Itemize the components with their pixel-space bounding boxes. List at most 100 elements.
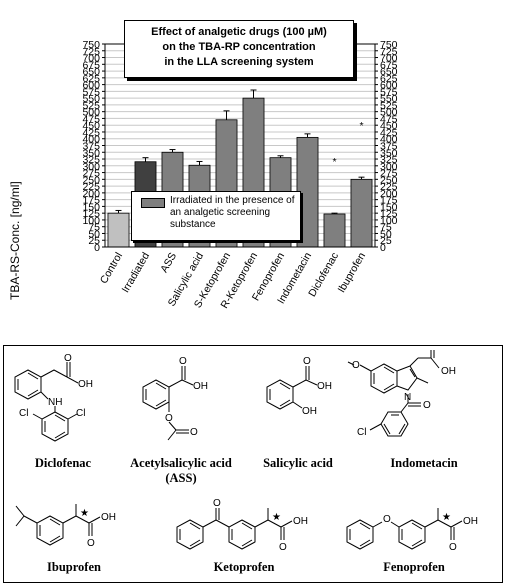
y-tick-label-left: 750 xyxy=(82,39,100,51)
aspirin-atom-o1: O xyxy=(179,356,187,367)
y-tick-label-left: 525 xyxy=(82,100,100,112)
legend-swatch xyxy=(141,198,165,208)
y-tick-label-left: 225 xyxy=(82,181,100,193)
y-tick-label-left: 375 xyxy=(82,141,100,153)
ibuprofen-atom-star: ★ xyxy=(80,508,89,519)
y-tick-label-left: 650 xyxy=(82,66,100,78)
y-tick-label-left: 500 xyxy=(82,107,100,119)
diclofenac-atom-cl2: Cl xyxy=(76,408,85,419)
y-tick-label-right: 350 xyxy=(380,147,398,159)
y-tick-label-left: 125 xyxy=(82,208,100,220)
y-tick-label-left: 200 xyxy=(82,188,100,200)
x-tick-label: ASS xyxy=(158,251,179,275)
legend-label: Irradiated in the presence of an analget… xyxy=(170,195,295,230)
salicylic-atom-o: O xyxy=(303,356,311,367)
y-tick-label-right: 325 xyxy=(380,154,398,166)
ibuprofen-atom-oh: OH xyxy=(101,512,116,523)
salicylic-acid-structure-icon: O OH OH xyxy=(266,356,332,417)
ketoprofen-atom-o1: O xyxy=(213,498,221,509)
chart-title: Effect of analgetic drugs (100 µM) on th… xyxy=(124,20,354,78)
bar-control xyxy=(107,212,130,248)
y-tick-label-left: 275 xyxy=(82,168,100,180)
structures-panel: O OH NH Cl Cl Diclofenac O OH O O Acetyl… xyxy=(3,345,503,583)
y-tick-label-left: 675 xyxy=(82,59,100,71)
legend: Irradiated in the presence of an analget… xyxy=(131,191,301,241)
salicylic-atom-oh1: OH xyxy=(317,381,332,392)
indometacin-structure-icon: O N OH O Cl xyxy=(347,350,456,438)
y-tick-label-left: 600 xyxy=(82,80,100,92)
y-tick-label-right: 750 xyxy=(380,39,398,51)
chart-title-line-1: Effect of analgetic drugs (100 µM) xyxy=(151,26,327,38)
y-tick-label-right: 400 xyxy=(380,134,398,146)
y-tick-label-right: 625 xyxy=(380,73,398,85)
diclofenac-atom-cl1: Cl xyxy=(19,408,28,419)
y-tick-label-left: 250 xyxy=(82,174,100,186)
y-tick-label-right: 600 xyxy=(380,80,398,92)
ketoprofen-atom-oh: OH xyxy=(293,516,308,527)
y-tick-label-right: 525 xyxy=(380,100,398,112)
y-tick-label-right: 425 xyxy=(380,127,398,139)
fenoprofen-atom-o2: O xyxy=(449,542,457,553)
y-tick-label-left: 475 xyxy=(82,113,100,125)
y-tick-label-right: 200 xyxy=(380,188,398,200)
y-tick-label-right: 475 xyxy=(380,113,398,125)
ibuprofen-atom-o: O xyxy=(87,538,95,549)
y-tick-label-right: 550 xyxy=(380,93,398,105)
y-tick-label-right: 125 xyxy=(380,208,398,220)
y-tick-label-right: 300 xyxy=(380,161,398,173)
ketoprofen-structure-icon: O ★ OH O xyxy=(176,498,308,553)
y-tick-label-left: 425 xyxy=(82,127,100,139)
fenoprofen-atom-oh: OH xyxy=(463,516,478,527)
fenoprofen-structure-icon: O ★ OH O xyxy=(346,508,478,553)
aspirin-atom-o3: O xyxy=(190,427,198,438)
indometacin-atom-n: N xyxy=(404,392,411,403)
y-tick-label-right: 100 xyxy=(380,215,398,227)
ketoprofen-atom-star: ★ xyxy=(272,512,281,523)
indometacin-atom-cl: Cl xyxy=(357,427,366,438)
y-tick-label-right: 50 xyxy=(380,228,392,240)
ibuprofen-structure-icon: ★ OH O xyxy=(15,504,116,549)
y-tick-label-left: 700 xyxy=(82,53,100,65)
y-tick-label-right: 225 xyxy=(380,181,398,193)
y-tick-label-right: 500 xyxy=(380,107,398,119)
y-tick-label-left: 175 xyxy=(82,195,100,207)
y-tick-label-right: 275 xyxy=(380,168,398,180)
acetylsalicylic-acid-structure-icon: O OH O O xyxy=(142,356,208,441)
fenoprofen-name: Fenoprofen xyxy=(383,560,445,574)
indometacin-atom-oh: OH xyxy=(441,366,456,377)
indometacin-atom-o1: O xyxy=(352,360,360,371)
bar-diclofenac xyxy=(323,213,346,248)
y-tick-label-right: 150 xyxy=(380,201,398,213)
y-tick-label-right: 575 xyxy=(380,86,398,98)
y-tick-label-right: 0 xyxy=(380,242,386,254)
y-tick-label-left: 725 xyxy=(82,46,100,58)
y-tick-label-left: 550 xyxy=(82,93,100,105)
y-tick-label-left: 300 xyxy=(82,161,100,173)
y-tick-label-left: 75 xyxy=(88,222,100,234)
y-tick-label-left: 100 xyxy=(82,215,100,227)
bar-ibuprofen xyxy=(350,178,373,248)
y-tick-label-left: 150 xyxy=(82,201,100,213)
diclofenac-name: Diclofenac xyxy=(34,456,92,470)
x-tick-label: Control xyxy=(98,251,125,286)
salicylic-atom-oh2: OH xyxy=(302,406,317,417)
diclofenac-structure-icon: O OH NH Cl Cl xyxy=(14,353,93,442)
y-tick-label-right: 700 xyxy=(380,53,398,65)
indometacin-atom-o3: O xyxy=(423,400,431,411)
fenoprofen-atom-star: ★ xyxy=(442,512,451,523)
y-tick-label-right: 175 xyxy=(380,195,398,207)
y-tick-label-left: 350 xyxy=(82,147,100,159)
diclofenac-atom-nh: NH xyxy=(48,397,62,408)
ketoprofen-name: Ketoprofen xyxy=(213,560,275,574)
significance-marker: * xyxy=(359,120,363,132)
y-tick-label-right: 375 xyxy=(380,141,398,153)
y-tick-label-left: 450 xyxy=(82,120,100,132)
y-tick-label-right: 675 xyxy=(380,59,398,71)
diclofenac-atom-o: O xyxy=(64,353,72,364)
chart-title-line-3: in the LLA screening system xyxy=(164,56,314,68)
salicylic-acid-name: Salicylic acid xyxy=(263,456,333,470)
y-tick-label-left: 0 xyxy=(94,242,100,254)
aspirin-atom-o2: O xyxy=(165,413,173,424)
acetylsalicylic-acid-name-line-1: Acetylsalicylic acid xyxy=(130,456,232,470)
y-tick-label-right: 250 xyxy=(380,174,398,186)
